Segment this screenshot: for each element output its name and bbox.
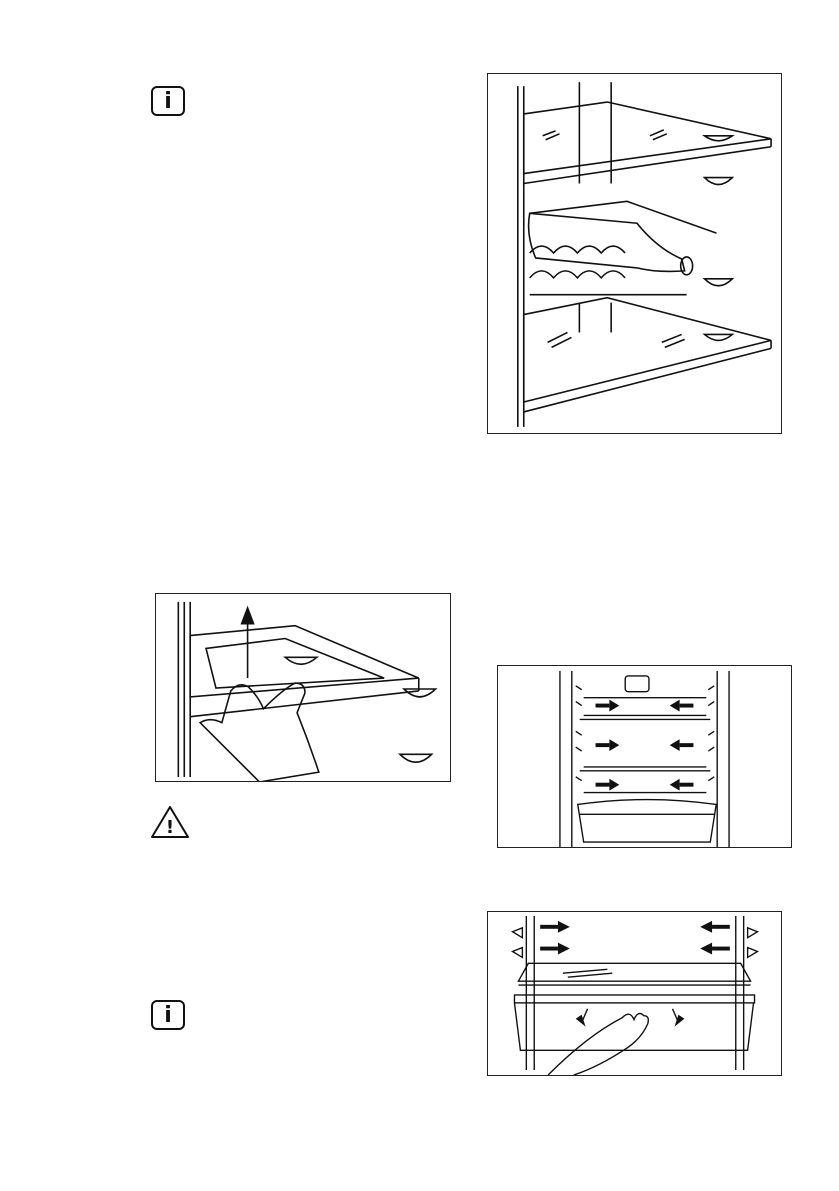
figure-removing-drawer xyxy=(487,911,782,1076)
shelf-bottle-rack-illustration xyxy=(488,74,781,433)
info-icon-glyph: i xyxy=(164,89,172,114)
shelf-positions-illustration xyxy=(498,666,791,847)
warning-icon: ! xyxy=(150,804,190,840)
info-icon: i xyxy=(151,86,185,116)
warning-icon-glyph: ! xyxy=(166,817,174,838)
info-icon-glyph: i xyxy=(164,1003,172,1028)
info-icon: i xyxy=(151,1000,185,1030)
figure-shelf-positions xyxy=(497,665,792,848)
figure-shelf-with-bottle-rack xyxy=(487,73,782,434)
figure-lifting-shelf xyxy=(155,593,451,782)
removing-drawer-illustration xyxy=(488,912,781,1075)
lifting-shelf-illustration xyxy=(156,594,450,781)
